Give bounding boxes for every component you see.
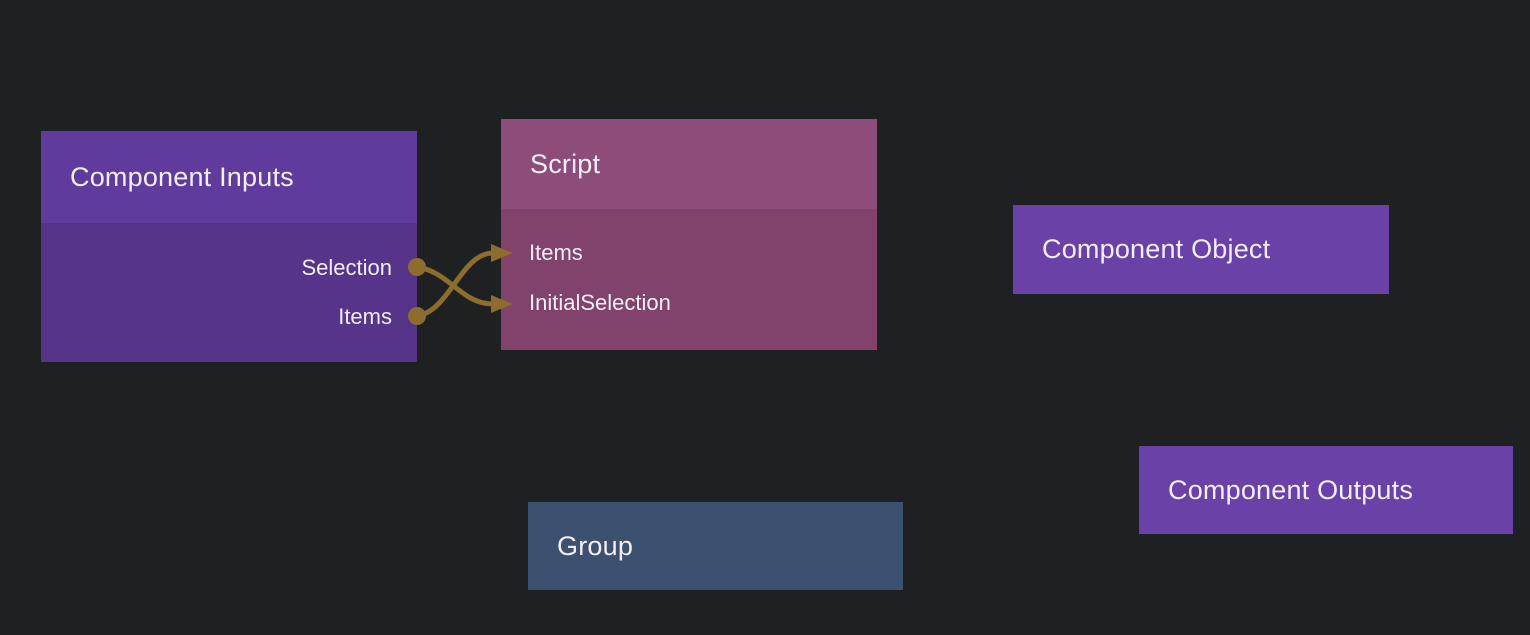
node-component-outputs-header: Component Outputs xyxy=(1139,446,1513,534)
node-title: Component Outputs xyxy=(1168,474,1414,505)
node-title: Component Inputs xyxy=(70,161,294,192)
node-group-header: Group xyxy=(528,502,903,590)
node-title: Component Object xyxy=(1042,234,1271,264)
port-items-input[interactable]: Items xyxy=(529,240,583,265)
node-component-outputs[interactable]: Component Outputs xyxy=(1139,446,1513,534)
node-component-inputs-body: Selection Items xyxy=(41,223,417,362)
wire-items-to-items[interactable] xyxy=(416,250,494,319)
port-initialselection-input[interactable]: InitialSelection xyxy=(529,290,671,315)
node-component-inputs-header[interactable]: Component Inputs xyxy=(41,131,417,223)
node-script[interactable]: Script Items InitialSelection xyxy=(501,119,877,350)
node-script-header[interactable]: Script xyxy=(501,119,877,209)
node-component-object[interactable]: Component Object xyxy=(1013,205,1389,294)
port-selection-output[interactable]: Selection xyxy=(301,255,392,280)
node-title: Group xyxy=(557,530,634,561)
node-component-inputs[interactable]: Component Inputs Selection Items xyxy=(41,131,417,362)
node-component-object-header: Component Object xyxy=(1013,205,1389,294)
node-title: Script xyxy=(530,148,601,179)
port-items-output[interactable]: Items xyxy=(338,304,392,329)
node-group[interactable]: Group xyxy=(528,502,903,590)
node-script-body: Items InitialSelection xyxy=(501,209,877,350)
wire-selection-to-initialselection[interactable] xyxy=(416,264,494,307)
